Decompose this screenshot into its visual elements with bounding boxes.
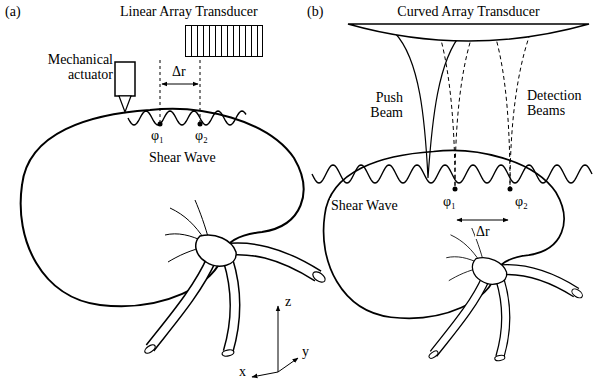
distance-arrow [457, 220, 508, 221]
point [453, 187, 458, 192]
actuator-body [115, 62, 135, 96]
transducer-array [185, 25, 263, 57]
transducer-label: Linear Array Transducer [120, 4, 263, 19]
actuator-tip [119, 96, 131, 112]
detection-beam [440, 34, 530, 188]
dashed-line [160, 60, 161, 124]
part-label: Mechanical actuator [40, 52, 114, 83]
panel-label: (b) [306, 4, 324, 19]
axis [252, 372, 278, 377]
phase-label: φ₂ [194, 128, 209, 143]
dimension-label: Δr [171, 64, 187, 79]
panel-label: (a) [4, 4, 22, 19]
axis [278, 358, 298, 372]
kidney [21, 109, 327, 357]
phase-label: φ₂ [514, 194, 529, 209]
phase-label: φ₁ [442, 194, 457, 209]
shear-wave [312, 165, 592, 183]
wave-label: Shear Wave [330, 198, 399, 213]
beam-label: Push Beam [358, 90, 404, 121]
axis-label: y [301, 344, 310, 359]
phase-label: φ₁ [150, 128, 165, 143]
beam-label: Detection Beams [526, 88, 588, 119]
shear-wave [128, 111, 246, 125]
axis [278, 306, 279, 372]
linear-transducer: Linear Array Transducer [120, 4, 263, 57]
dimension-label: Δr [475, 224, 491, 239]
dashed-line [200, 60, 201, 124]
axis-label: z [284, 294, 292, 309]
axis-label: x [238, 364, 247, 379]
point [508, 187, 513, 192]
wave-label: Shear Wave [148, 150, 217, 165]
transducer-label: Curved Array Transducer [346, 2, 591, 19]
curved-transducer: Curved Array Transducer [346, 2, 591, 48]
distance-arrow [162, 84, 198, 85]
